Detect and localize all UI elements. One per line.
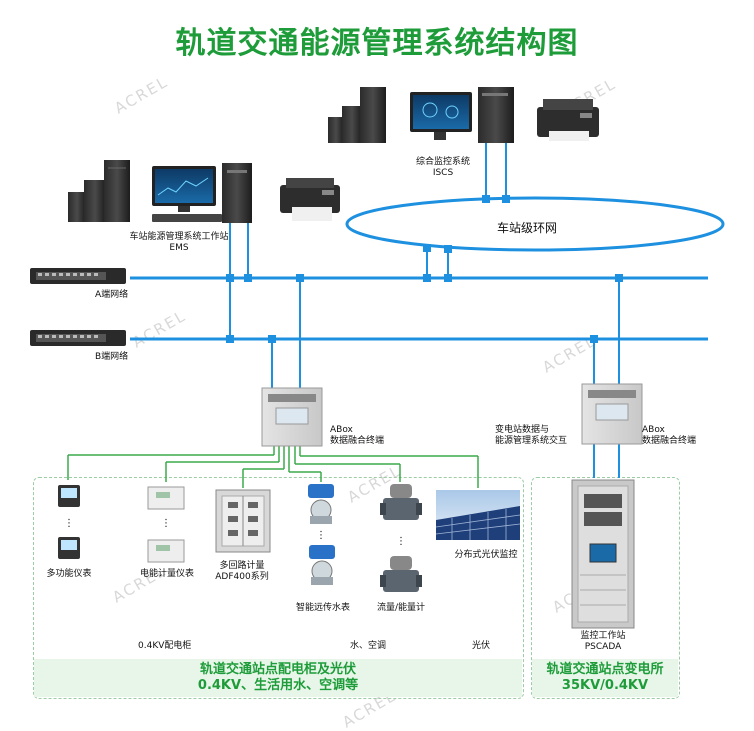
substation-note-line1: 变电站数据与 bbox=[495, 425, 550, 435]
ems-label: 车站能源管理系统工作站 EMS bbox=[94, 232, 264, 254]
water-ac-section-label: 水、空调 bbox=[350, 641, 387, 651]
server-icon bbox=[84, 180, 106, 222]
multi-circuit-line1: 多回路计量 bbox=[219, 561, 265, 571]
pscada-line2: PSCADA bbox=[584, 642, 622, 652]
cabinet-section-label: 0.4KV配电柜 bbox=[138, 641, 192, 651]
pv-section-label: 光伏 bbox=[472, 641, 491, 651]
water-meter-icon bbox=[308, 484, 335, 585]
flow-meter-icon bbox=[380, 484, 422, 592]
device-lines bbox=[67, 446, 479, 488]
keyboard-icon bbox=[152, 214, 222, 222]
ellipsis-icon: ⋮ bbox=[316, 530, 326, 541]
multi-function-meter-icon bbox=[58, 485, 80, 559]
iscs-workstation-group bbox=[328, 87, 599, 143]
pc-tower-icon bbox=[478, 87, 514, 143]
abox-left-line2: 数据融合终端 bbox=[330, 436, 385, 446]
multi-circuit-line2: ADF400系列 bbox=[215, 572, 269, 582]
switch-a-icon bbox=[30, 268, 126, 284]
server-icon bbox=[328, 117, 344, 143]
iscs-label: 综合监控系统 ISCS bbox=[398, 157, 488, 179]
multi-circuit-label: 多回路计量 ADF400系列 bbox=[205, 561, 279, 583]
substation-note-line2: 能源管理系统交互 bbox=[495, 436, 568, 446]
flow-meter-label: 流量/能量计 bbox=[376, 603, 426, 613]
ems-label-line2: EMS bbox=[169, 243, 189, 253]
abox-left-line1: ABox bbox=[330, 425, 353, 435]
multi-meter-label: 多功能仪表 bbox=[46, 569, 92, 579]
pscada-cabinet-icon bbox=[571, 479, 635, 629]
ring-network-label: 车站级环网 bbox=[497, 221, 558, 235]
band-right-line1: 轨道交通站点变电所 bbox=[546, 662, 664, 677]
abox-right-label: ABox 数据融合终端 bbox=[642, 425, 696, 447]
station-ring-network bbox=[345, 196, 725, 252]
substation-exchange-label: 变电站数据与 能源管理系统交互 bbox=[495, 425, 567, 447]
iscs-label-line1: 综合监控系统 bbox=[415, 157, 470, 167]
server-icon bbox=[342, 106, 362, 143]
abox-right-icon bbox=[581, 383, 643, 445]
band-left-line1: 轨道交通站点配电柜及光伏 bbox=[199, 662, 356, 677]
abox-left-icon bbox=[261, 387, 323, 447]
abox-right-line2: 数据融合终端 bbox=[642, 436, 697, 446]
server-icon bbox=[360, 87, 386, 143]
water-meter-label: 智能远传水表 bbox=[295, 603, 350, 613]
energy-meter-label: 电能计量仪表 bbox=[139, 569, 194, 579]
ems-label-line1: 车站能源管理系统工作站 bbox=[129, 232, 229, 242]
ellipsis-icon: ⋮ bbox=[161, 518, 171, 529]
ellipsis-icon: ⋮ bbox=[396, 536, 406, 547]
band-left-line2: 0.4KV、生活用水、空调等 bbox=[197, 678, 359, 693]
server-icon bbox=[68, 192, 86, 222]
distribution-panel bbox=[33, 477, 524, 699]
distribution-band: 轨道交通站点配电柜及光伏 0.4KV、生活用水、空调等 bbox=[34, 659, 522, 697]
iscs-label-line2: ISCS bbox=[432, 168, 454, 178]
energy-meter-icon bbox=[147, 486, 185, 563]
multi-circuit-meter-cabinet-icon bbox=[215, 489, 271, 553]
diagram-title: 轨道交通能源管理系统结构图 bbox=[175, 26, 579, 61]
pv-array-icon bbox=[435, 490, 521, 540]
ems-workstation-group bbox=[68, 160, 340, 223]
substation-band: 轨道交通站点变电所 35KV/0.4KV bbox=[532, 659, 678, 697]
pscada-line1: 监控工作站 bbox=[580, 631, 626, 641]
substation-panel bbox=[531, 477, 680, 699]
band-right-line2: 35KV/0.4KV bbox=[561, 678, 649, 693]
network-a-label: A端网络 bbox=[95, 290, 129, 300]
server-icon bbox=[104, 160, 130, 222]
pv-monitor-label: 分布式光伏监控 bbox=[454, 550, 518, 560]
switch-b-icon bbox=[30, 330, 126, 346]
abox-left-label: ABox 数据融合终端 bbox=[330, 425, 384, 447]
network-b-label: B端网络 bbox=[95, 352, 129, 362]
network-nodes bbox=[226, 195, 623, 343]
abox-right-line1: ABox bbox=[642, 425, 665, 435]
ellipsis-icon: ⋮ bbox=[64, 518, 74, 529]
pscada-label: 监控工作站 PSCADA bbox=[570, 631, 636, 653]
